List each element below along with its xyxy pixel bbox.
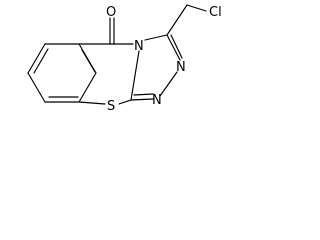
atom-nitrogen-upper: N: [176, 60, 186, 75]
atom-nitrogen-lower: N: [152, 93, 162, 108]
atom-oxygen: O: [106, 5, 116, 20]
atom-nitrogen-bridge: N: [134, 39, 144, 54]
atom-chlorine: Cl: [209, 5, 222, 20]
bond-lines: [27, 4, 207, 105]
atom-sulfur: S: [107, 99, 115, 114]
chemical-structure: O Cl S N N N: [27, 4, 222, 114]
